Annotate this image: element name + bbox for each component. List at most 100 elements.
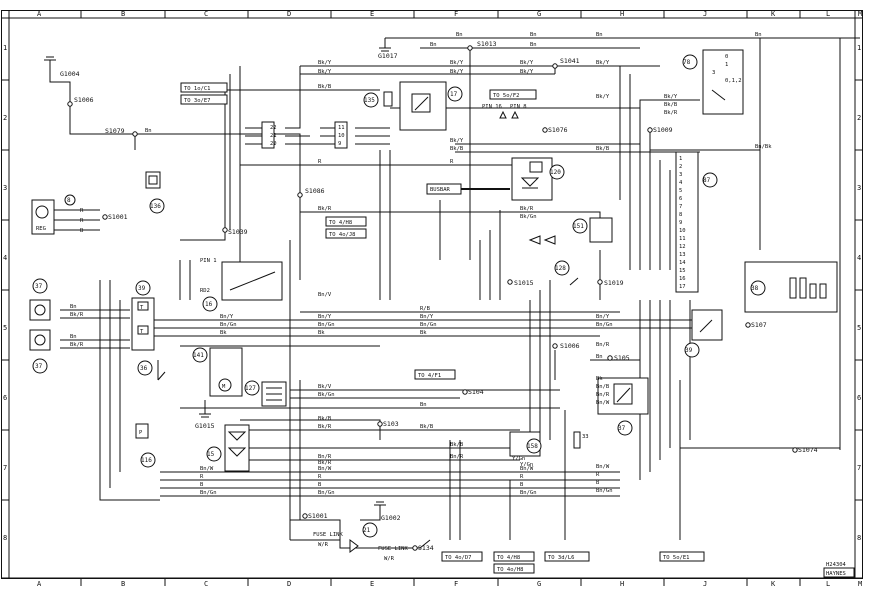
wire-label: Bn/Gn	[220, 322, 237, 328]
connector-116-pins: 1 2 3 4 5 6 7 8 9 10 11 12 13 14 15 16 1…	[679, 156, 686, 290]
wire-label: Bn/Gn	[200, 490, 217, 496]
pin-10: 10	[679, 228, 686, 234]
component-17: 17	[399, 81, 463, 131]
wire-label: Bk/Y	[318, 69, 332, 75]
pin-9: 9	[679, 220, 682, 226]
wire-label: R	[80, 208, 84, 214]
ref-to-4o-h8: TO 4o/H8	[497, 567, 524, 573]
grounds: G1004 G1017 G1015 G1002	[44, 38, 401, 522]
wire-label: Bk/B	[318, 84, 332, 90]
ref-to-4o-d7: TO 4o/D7	[445, 555, 472, 561]
component-158: 158	[509, 431, 542, 457]
ground-g1015-icon: G1015	[195, 400, 215, 430]
wire-label: Bn/Gn	[596, 322, 613, 328]
wire-label: B	[80, 228, 84, 234]
grid-col-k: K	[771, 10, 776, 18]
fuse-link-2-label: FUSE LINK	[378, 546, 408, 552]
component-8-id: 8	[67, 197, 71, 204]
wire-label: Bk/B	[664, 102, 678, 108]
wire-label: Bn/W	[596, 464, 610, 470]
grid-ticks	[1, 10, 862, 586]
grid-col-f-bottom: F	[454, 580, 458, 588]
wire-label: Bk/R	[70, 342, 84, 348]
ground-g1004-label: G1004	[60, 70, 80, 78]
wire-label: Bn/Y	[220, 314, 234, 320]
wire-label: Bn	[530, 42, 537, 48]
splice-s105: S107	[751, 321, 767, 329]
component-152: 151	[528, 217, 613, 245]
grid-col-h: H	[620, 10, 624, 18]
wire-label: Bn	[456, 32, 463, 38]
ref-to-4-h8: TO 4/H8	[329, 220, 352, 226]
wire-label: Bk/B	[318, 416, 332, 422]
grid-col-c-bottom: C	[204, 580, 208, 588]
wire-label: Bn/W	[520, 466, 534, 472]
grid-col-m-bottom: M	[858, 580, 862, 588]
grid-col-j-bottom: J	[703, 580, 707, 588]
ref-to-4-f1: TO 4/F1	[418, 373, 441, 379]
grid-col-g: G	[537, 10, 541, 18]
fuse-link-1-color: W/R	[318, 542, 329, 548]
switch-39: 39 T T	[131, 280, 155, 351]
pin-11: 11	[679, 236, 686, 242]
component-128-id: 128	[555, 265, 566, 272]
pin-3: 3	[679, 172, 682, 178]
component-78-id: 38	[751, 285, 759, 292]
component-15-id: 15	[207, 451, 215, 458]
component-16-pin1: PIN 1	[200, 258, 217, 264]
grid-col-g-bottom: G	[537, 580, 541, 588]
ground-g1017-icon: G1017	[378, 38, 398, 60]
wire-label: Bk/V	[318, 384, 332, 390]
splice-s1041: S1041	[560, 57, 580, 65]
component-141-p: P	[139, 430, 143, 436]
conn-11: 11	[338, 125, 345, 131]
wire-label: Bn/W	[200, 466, 214, 472]
ref-to-1o-c1: TO 1o/C1	[184, 86, 211, 92]
grid-col-l-bottom: L	[826, 580, 830, 588]
component-8: REG 8	[31, 194, 100, 235]
switch-39-t-top: T	[140, 305, 144, 311]
grid-row-1: 1	[3, 44, 7, 52]
splice-s1009: S1009	[653, 126, 673, 134]
splice-s1001: S1001	[308, 512, 328, 520]
wire-label: Y/Gn	[512, 456, 525, 462]
wire-label: R	[520, 474, 524, 480]
switch-114: 78 0 1 3 0,1,2	[682, 49, 744, 115]
ref-to-3o-e7: TO 3o/E7	[184, 98, 211, 104]
switch-114-pos1: 1	[725, 62, 728, 68]
component-21-id: 21	[363, 527, 371, 534]
pin-8-label: PIN 8	[510, 104, 527, 110]
conn-21: 21	[270, 133, 277, 139]
switch-39-t-bottom: T	[140, 329, 144, 335]
component-36-id: 36	[140, 365, 148, 372]
connector-22-21-20: 22 21 20	[261, 121, 277, 149]
wire-label: Bk	[220, 330, 227, 336]
wire-label: Y/Gn	[520, 462, 533, 468]
connector-11-10-9: 11 10 9	[334, 121, 348, 149]
wire-label: Bn/R	[318, 454, 332, 460]
wire-label: Bn/Gn	[520, 490, 537, 496]
grid-row-2-right: 2	[857, 114, 861, 122]
grid-row-8: 8	[3, 534, 7, 542]
pin-17: 17	[679, 284, 686, 290]
component-136: 136	[145, 171, 165, 214]
wire-label: B	[520, 482, 524, 488]
splice-s104: S104	[468, 388, 484, 396]
pin-1: 1	[679, 156, 682, 162]
grid-row-2: 2	[3, 114, 7, 122]
grid-row-6: 6	[3, 394, 7, 402]
wire-label: Bn	[430, 42, 437, 48]
switch-114-pos012: 0,1,2	[725, 78, 742, 84]
busbar: BUSBAR	[426, 183, 510, 195]
component-16-id: 16	[205, 301, 213, 308]
grid-col-a: A	[37, 10, 42, 18]
grid-columns-bottom: A B C D E F G H J K L M	[37, 580, 862, 588]
wire-label: Bn	[755, 32, 762, 38]
wire-label: Bk/R	[664, 110, 678, 116]
wire-label: Bk/Y	[450, 60, 464, 66]
pin-16: 16	[679, 276, 686, 282]
grid-row-4-right: 4	[857, 254, 861, 262]
lamp-37-bottom: 37	[29, 329, 51, 374]
grid-row-4: 4	[3, 254, 7, 262]
ground-g1004-icon: G1004	[44, 56, 80, 78]
